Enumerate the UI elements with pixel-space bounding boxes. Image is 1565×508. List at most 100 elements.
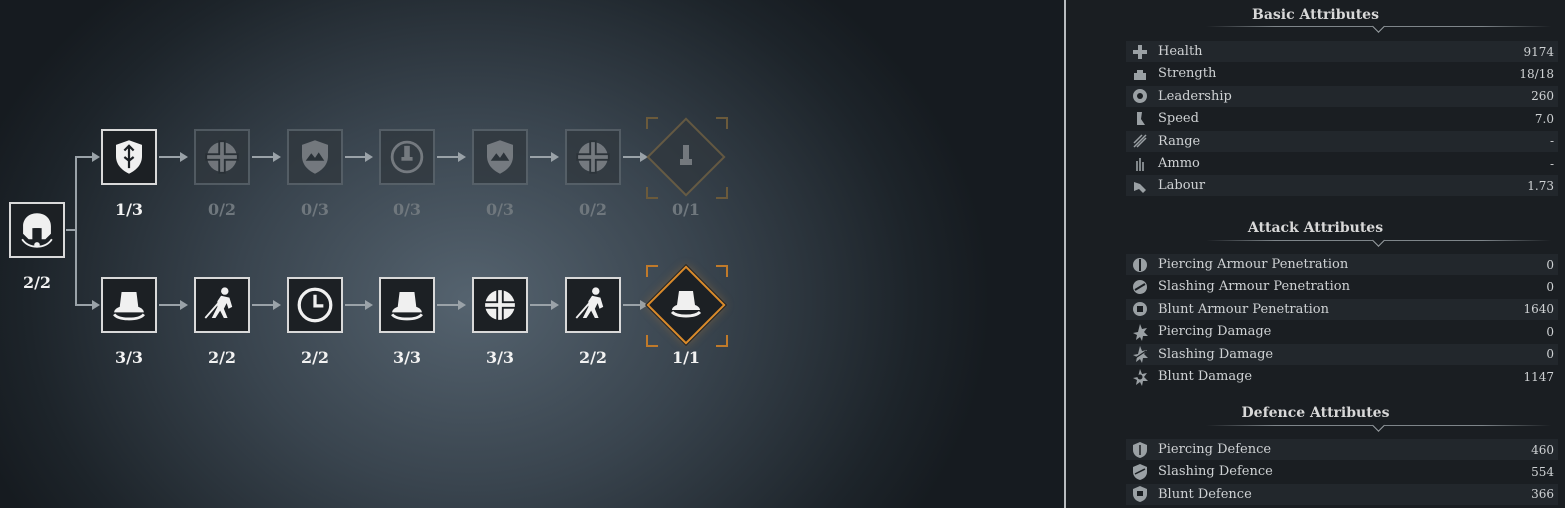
connector-arrowhead <box>640 300 648 310</box>
attribute-label: Slashing Armour Penetration <box>1158 279 1351 295</box>
skill-node[interactable] <box>101 277 157 333</box>
connector-arrowhead <box>365 152 373 162</box>
skill-node-count: 0/3 <box>300 200 330 219</box>
corner-bracket <box>646 187 658 199</box>
skill-node-frame <box>565 277 621 333</box>
skill-node[interactable] <box>646 117 728 199</box>
health-cross-icon <box>567 131 619 183</box>
connector-arrowhead <box>458 300 466 310</box>
skill-node-frame <box>9 202 65 258</box>
attribute-value: 0 <box>1546 347 1554 362</box>
slashing-defence-icon <box>1130 463 1150 481</box>
skill-node-count: 0/1 <box>671 200 701 219</box>
attribute-row: Range- <box>1126 130 1558 152</box>
slashing-penetration-icon <box>1130 278 1150 296</box>
health-cross-icon <box>474 279 526 331</box>
attribute-value: 0 <box>1546 257 1554 272</box>
swordsman-icon <box>196 279 248 331</box>
slashing-damage-icon <box>1130 345 1150 364</box>
clock-icon <box>289 279 341 331</box>
skill-node-frame <box>287 129 343 185</box>
attribute-value: 554 <box>1531 464 1554 479</box>
blunt-defence-icon <box>1130 485 1150 503</box>
skill-node[interactable] <box>194 129 250 185</box>
skill-node-count: 2/2 <box>578 348 608 367</box>
piercing-defence-icon <box>1130 441 1150 459</box>
attribute-label: Slashing Damage <box>1158 346 1274 362</box>
attribute-label: Piercing Damage <box>1158 324 1272 340</box>
attribute-row: Slashing Armour Penetration 0 <box>1126 276 1558 297</box>
skill-node[interactable] <box>565 277 621 333</box>
attribute-value: 0 <box>1546 324 1554 339</box>
attribute-label: Piercing Armour Penetration <box>1158 257 1349 272</box>
attribute-value: 0 <box>1546 279 1554 294</box>
attribute-value: 18/18 <box>1519 66 1554 81</box>
attribute-label: Blunt Defence <box>1158 486 1252 502</box>
attribute-row: Piercing Armour Penetration 0 <box>1126 254 1558 275</box>
skill-node[interactable] <box>379 129 435 185</box>
tree-connectors <box>66 152 648 310</box>
corner-bracket <box>716 187 728 199</box>
connector-arrowhead <box>180 300 188 310</box>
skill-node[interactable] <box>101 129 157 185</box>
basic-attributes-title: Basic Attributes <box>1252 7 1379 23</box>
skill-node-frame <box>379 129 435 185</box>
ammo-icon <box>1130 155 1150 173</box>
skill-node-count: 0/2 <box>207 200 237 219</box>
attribute-label: Speed <box>1158 111 1199 127</box>
attack-attributes-title: Attack Attributes <box>1247 220 1384 236</box>
corner-bracket <box>716 117 728 129</box>
bell-icon <box>103 279 155 331</box>
attribute-value: 1640 <box>1523 302 1554 317</box>
bottle-diamond-icon <box>658 129 714 185</box>
swordsman-icon <box>567 279 619 331</box>
connector-arrowhead <box>640 152 648 162</box>
skill-node[interactable] <box>646 265 728 347</box>
attribute-label: Range <box>1158 133 1201 149</box>
skill-node-count: 2/2 <box>207 348 237 367</box>
attribute-label: Blunt Armour Penetration <box>1158 301 1329 317</box>
skill-node[interactable] <box>565 129 621 185</box>
panel-divider <box>1064 0 1066 508</box>
leadership-icon <box>1130 87 1150 105</box>
attribute-row: Blunt Armour Penetration 1640 <box>1126 298 1558 320</box>
defence-attributes-title: Defence Attributes <box>1241 405 1390 421</box>
blunt-penetration-icon <box>1130 300 1150 318</box>
corner-bracket <box>716 335 728 347</box>
connector-arrowhead <box>458 152 466 162</box>
skill-node-count: 0/3 <box>485 200 515 219</box>
skill-node-count: 2/2 <box>300 348 330 367</box>
skill-node-frame <box>194 277 250 333</box>
skill-node-count: 2/2 <box>22 273 52 292</box>
attribute-label: Piercing Defence <box>1158 442 1272 457</box>
health-icon <box>1130 43 1150 61</box>
skill-node-count: 0/3 <box>392 200 422 219</box>
skill-node[interactable] <box>194 277 250 333</box>
skill-node[interactable] <box>287 277 343 333</box>
attribute-label: Blunt Damage <box>1158 369 1253 384</box>
chevron-down-icon <box>1372 234 1385 247</box>
skill-node[interactable] <box>472 277 528 333</box>
skill-node[interactable] <box>9 202 65 258</box>
blunt-damage-icon <box>1130 368 1150 386</box>
chevron-down-icon <box>1372 419 1385 432</box>
skill-node-frame <box>194 129 250 185</box>
skill-node-count: 3/3 <box>485 348 515 367</box>
spartan-helmet-icon <box>11 204 63 256</box>
connector-arrowhead <box>180 152 188 162</box>
connector-arrowhead <box>365 300 373 310</box>
skill-node[interactable] <box>472 129 528 185</box>
skill-node[interactable] <box>379 277 435 333</box>
skill-node-count: 3/3 <box>114 348 144 367</box>
attribute-value: 1.73 <box>1527 178 1554 193</box>
health-cross-icon <box>196 131 248 183</box>
corner-bracket <box>646 117 658 129</box>
skill-node[interactable] <box>287 129 343 185</box>
